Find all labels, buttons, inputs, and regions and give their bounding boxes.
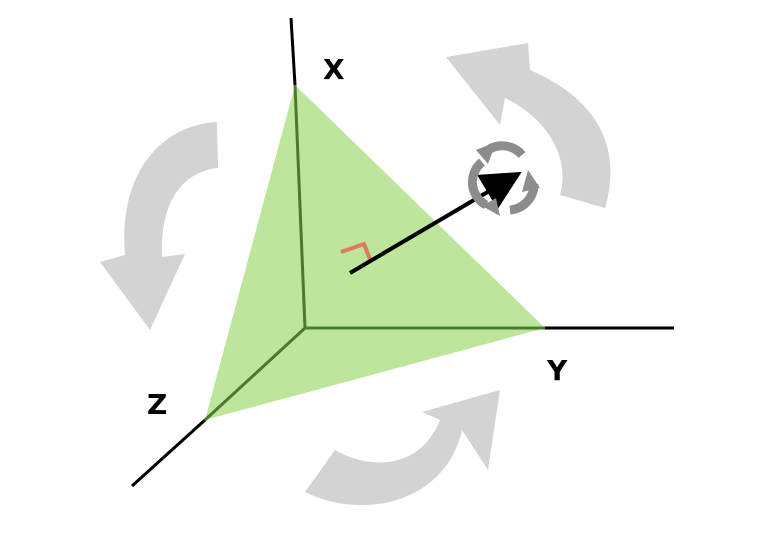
- x-axis-label: X: [323, 53, 345, 86]
- x-axis-outer: [289, 17, 297, 86]
- normal-vector-arrow: [348, 171, 522, 275]
- curved-arrow-icon: [446, 43, 611, 208]
- y-axis-label: Y: [546, 354, 568, 387]
- rotation-arrows: [100, 43, 611, 506]
- z-axis-label: Z: [147, 388, 167, 421]
- x-axis-on-plane: [293, 84, 307, 329]
- right-angle-icon: [340, 241, 373, 263]
- intersecting-plane: [205, 85, 545, 420]
- spin-arrow-heads: [476, 142, 540, 216]
- curved-arrow-icon: [100, 122, 218, 330]
- z-axis-outer: [130, 418, 207, 488]
- curved-arrow-icon: [305, 390, 500, 506]
- axes: [130, 17, 674, 488]
- z-axis-on-plane: [203, 326, 307, 422]
